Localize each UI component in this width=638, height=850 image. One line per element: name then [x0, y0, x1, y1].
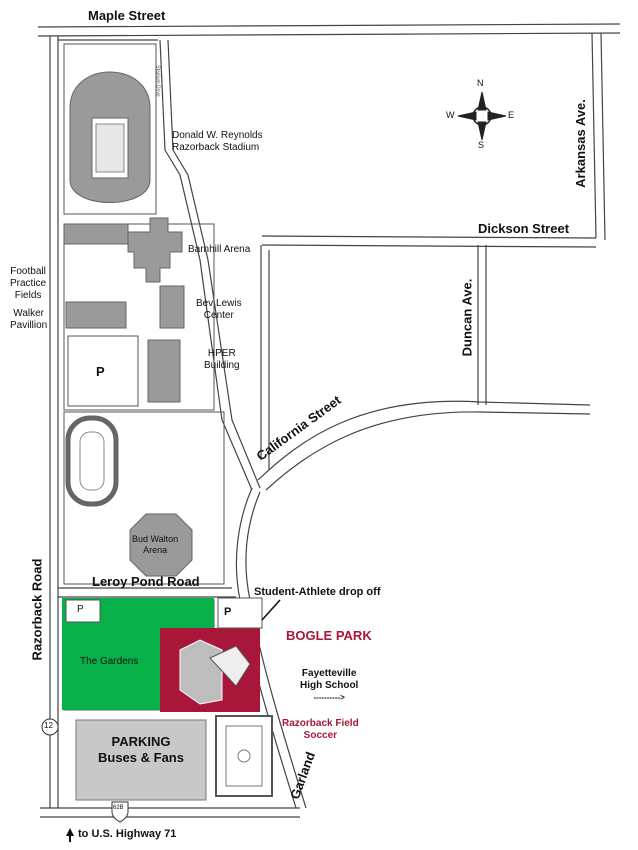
- drop-off-parking: [217, 597, 263, 629]
- stadium: [69, 71, 151, 203]
- bud-walton-label-line2: Arena: [143, 545, 168, 555]
- athletic-buildings: [63, 223, 185, 403]
- arkansas-ave-label: Arkansas Ave.: [572, 99, 588, 188]
- fhs-label-line1: Fayetteville: [301, 668, 357, 679]
- hper-label-line1: HPER: [207, 348, 236, 359]
- walker-label-line2: Pavillion: [10, 320, 48, 331]
- fhs-arrow: ---------->: [313, 693, 345, 702]
- razorback-road-label: Razorback Road: [29, 558, 45, 661]
- route-62b-shield: [111, 801, 129, 823]
- route-12-label: 12: [44, 721, 53, 730]
- route-12-shield: [41, 718, 59, 736]
- football-label-line2: Practice: [10, 278, 47, 289]
- bus-parking-label: PARKING Buses & Fans: [76, 734, 206, 766]
- bev-lewis-label-line2: Center: [203, 310, 234, 321]
- gardens-label: The Gardens: [80, 656, 139, 667]
- bogle-park-label: BOGLE PARK: [286, 628, 372, 643]
- football-fields-label: Football Practice Fields: [10, 266, 46, 302]
- soccer-field: [215, 715, 273, 797]
- compass-rose: [457, 91, 507, 141]
- soccer-label-line2: Soccer: [303, 730, 338, 741]
- compass-e: E: [508, 110, 515, 120]
- stadium-label: Donald W. Reynolds Razorback Stadium: [172, 130, 263, 154]
- bus-parking-label-line2: Buses & Fans: [98, 750, 184, 765]
- leroy-pond-road-label: Leroy Pond Road: [92, 574, 200, 589]
- soccer-label: Razorback Field Soccer: [282, 718, 359, 742]
- highway-71-label: to U.S. Highway 71: [78, 828, 177, 840]
- track: [65, 415, 119, 507]
- stadium-label-line1: Donald W. Reynolds: [172, 130, 263, 141]
- hper-label: HPER Building: [204, 348, 240, 372]
- barnhill-arena: [127, 217, 183, 283]
- stadium-label-line2: Razorback Stadium: [172, 142, 260, 153]
- bus-fan-parking-lot: [75, 719, 207, 801]
- stadium-drive-label: Stadium Drive: [154, 65, 161, 97]
- fhs-label-line2: High School: [300, 680, 359, 691]
- bev-lewis-label-line1: Bev Lewis: [196, 298, 242, 309]
- road-network: [37, 23, 621, 818]
- compass-w: W: [446, 110, 455, 120]
- bud-walton-label: Bud Walton Arena: [132, 534, 178, 556]
- dickson-street-label: Dickson Street: [478, 221, 570, 236]
- route-62b-label: 62B: [113, 805, 124, 811]
- parking-lot-north: [67, 335, 139, 407]
- drop-off-pointer: [261, 599, 281, 621]
- soccer-label-line1: Razorback Field: [282, 718, 359, 729]
- bogle-park-stadium: [179, 639, 251, 705]
- drop-off-label: Student-Athlete drop off: [254, 586, 381, 598]
- gardens-parking: [65, 599, 101, 623]
- bud-walton-label-line1: Bud Walton: [132, 534, 179, 544]
- barnhill-arena-label: Barnhill Arena: [188, 244, 251, 255]
- compass-s: S: [478, 140, 485, 150]
- fayetteville-high-school-label: Fayetteville High School ---------->: [300, 668, 358, 704]
- football-label-line1: Football: [10, 266, 46, 277]
- hper-label-line2: Building: [204, 360, 240, 371]
- parking-p-dropoff: P: [224, 606, 232, 618]
- parking-p-north: P: [96, 364, 105, 379]
- compass-n: N: [477, 78, 484, 88]
- walker-pavillion-label: Walker Pavillion: [10, 308, 47, 332]
- maple-street-label: Maple Street: [88, 8, 166, 23]
- bus-parking-label-line1: PARKING: [111, 734, 171, 749]
- bev-lewis-label: Bev Lewis Center: [196, 298, 242, 322]
- walker-label-line1: Walker: [13, 308, 44, 319]
- duncan-ave-label: Duncan Ave.: [459, 278, 475, 357]
- parking-p-gardens: P: [77, 604, 84, 615]
- highway-arrow-icon: [66, 828, 74, 842]
- bud-walton-arena: [129, 513, 193, 577]
- football-label-line3: Fields: [14, 290, 42, 301]
